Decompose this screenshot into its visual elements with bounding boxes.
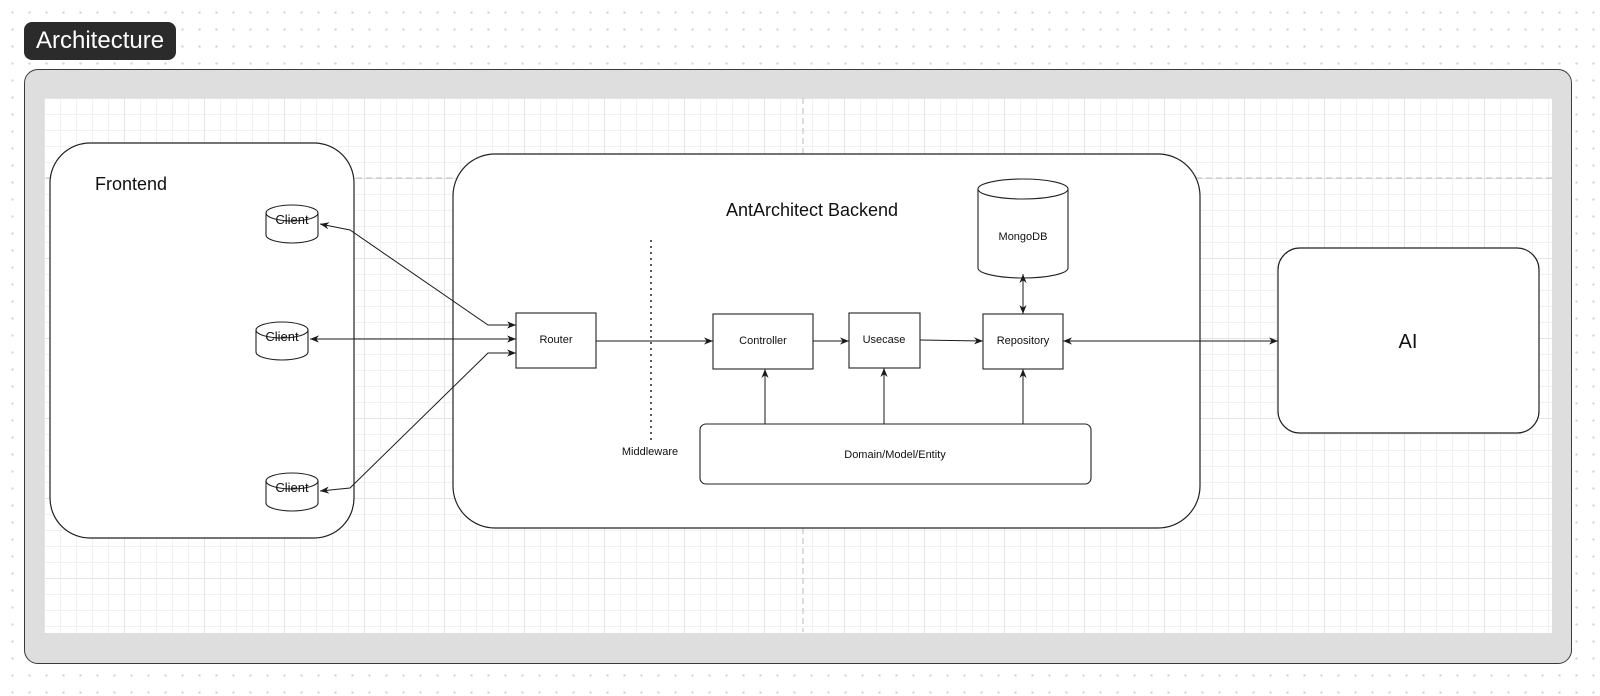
middleware-label: Middleware: [622, 446, 678, 458]
client-label: Client: [275, 212, 309, 227]
backend-title: AntArchitect Backend: [726, 200, 898, 220]
architecture-title: Architecture: [24, 22, 177, 60]
repository-label: Repository: [997, 335, 1050, 347]
usecase-label: Usecase: [863, 334, 906, 346]
client-node-bottom[interactable]: Client: [265, 472, 319, 512]
frontend-title: Frontend: [95, 174, 167, 194]
mongodb-label: MongoDB: [999, 231, 1048, 243]
client-label: Client: [265, 329, 299, 344]
router-label: Router: [539, 334, 572, 346]
controller-node[interactable]: Controller: [712, 313, 814, 370]
domain-model-entity-node[interactable]: Domain/Model/Entity: [699, 423, 1092, 485]
client-node-middle[interactable]: Client: [255, 321, 309, 361]
mongodb-node[interactable]: MongoDB: [977, 178, 1069, 279]
ai-container[interactable]: AI: [1277, 247, 1540, 434]
usecase-node[interactable]: Usecase: [848, 312, 921, 369]
controller-label: Controller: [739, 335, 787, 347]
client-label: Client: [275, 480, 309, 495]
connector-client-bottom-router: [319, 349, 516, 494]
repository-node[interactable]: Repository: [982, 313, 1064, 370]
connector-usecase-repository: [919, 337, 984, 345]
ai-title: AI: [1399, 331, 1418, 353]
router-node[interactable]: Router: [515, 312, 597, 369]
connector-client-top-router: [319, 222, 516, 329]
domain-label: Domain/Model/Entity: [844, 449, 946, 461]
client-node-top[interactable]: Client: [265, 204, 319, 244]
